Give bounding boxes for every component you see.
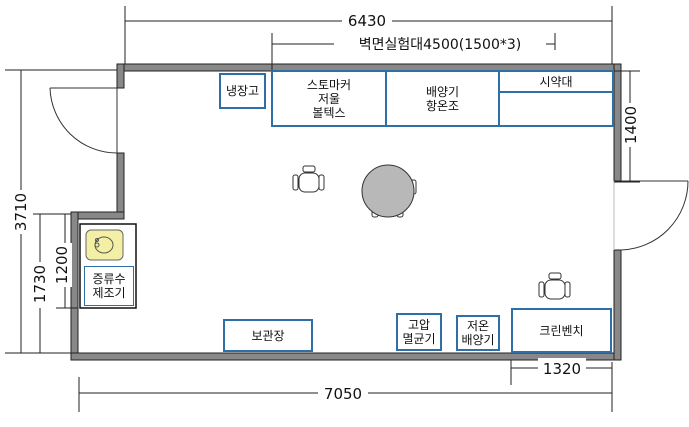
stomacher-label: 스토마커 저울 볼텍스: [306, 77, 352, 120]
dim-bottom-total: 7050: [324, 385, 362, 403]
autoclave-box: 고압 멸균기: [396, 313, 442, 351]
right-door: [613, 180, 689, 251]
clean-bench-label: 크린벤치: [539, 323, 584, 338]
dim-clean-bench: 1320: [543, 360, 581, 378]
reagent-shelf: 시약대: [498, 70, 614, 93]
chair-icon: [292, 165, 325, 193]
clean-bench-box: 크린벤치: [511, 308, 612, 353]
autoclave-label: 고압 멸균기: [402, 318, 436, 346]
storage-label: 보관장: [251, 328, 285, 343]
chair-icon: [538, 272, 571, 300]
low-temp-incubator-box: 저온 배양기: [456, 315, 500, 351]
room-walls: [70, 63, 622, 361]
left-door: [49, 87, 118, 154]
dim-left-total: 3710: [12, 193, 30, 231]
fridge-label: 냉장고: [225, 84, 260, 98]
distiller-box: 증류수 제조기: [84, 266, 134, 306]
fridge-box: 냉장고: [219, 73, 266, 109]
dim-left-lower: 1730: [31, 265, 49, 303]
incubator-label: 배양기 항온조: [425, 84, 460, 113]
dim-top-total: 6430: [348, 12, 386, 30]
stomacher-bench: 스토마커 저울 볼텍스: [271, 70, 387, 127]
reagent-label: 시약대: [539, 74, 573, 89]
low-temp-incubator-label: 저온 배양기: [461, 319, 495, 347]
distiller-label: 증류수 제조기: [92, 272, 126, 300]
dim-left-inner: 1200: [53, 246, 71, 284]
storage-cabinet: 보관장: [223, 319, 313, 352]
sink-icon: [85, 229, 124, 261]
incubator-bench: 배양기 항온조: [385, 70, 500, 127]
dim-right-door: 1400: [622, 106, 640, 144]
dim-wall-bench: 벽면실험대4500(1500*3): [359, 37, 522, 53]
round-table: [361, 164, 415, 218]
